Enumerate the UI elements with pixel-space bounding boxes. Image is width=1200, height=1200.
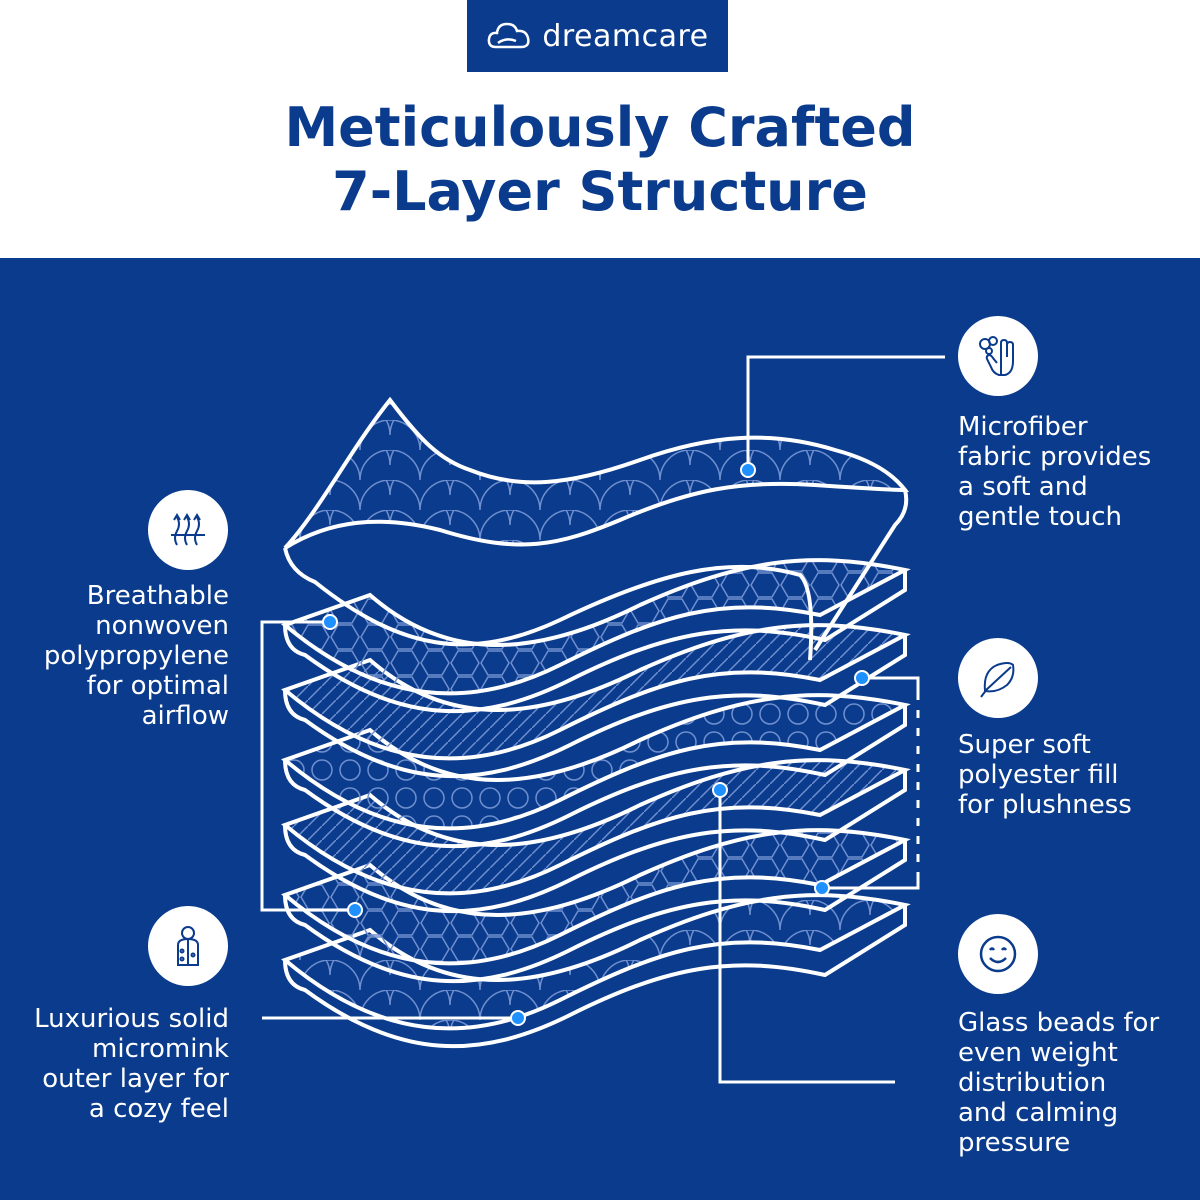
accent-dots <box>322 462 870 1026</box>
connector-lines <box>260 355 945 1084</box>
dot-micromink <box>510 1010 526 1026</box>
micromink-icon-badge <box>148 906 228 986</box>
hand-touch-icon <box>979 336 1014 376</box>
breathable-label: Breathable nonwoven polypropylene for op… <box>43 581 229 731</box>
title-line-2: 7-Layer Structure <box>332 160 868 223</box>
dot-polyester-bottom <box>814 880 830 896</box>
brand-logo: dreamcare <box>467 0 728 72</box>
cloud-icon <box>487 22 530 49</box>
polyester-label: Super soft polyester fill for plushness <box>958 730 1132 820</box>
microfiber-label: Microfiber fabric provides a soft and ge… <box>958 412 1152 532</box>
layer-7-micromink <box>281 893 911 1049</box>
layer-2-polypropylene <box>281 558 911 714</box>
brand-name: dreamcare <box>542 18 709 54</box>
dot-breathable-top <box>322 614 338 630</box>
page-title: Meticulously Crafted 7-Layer Structure <box>0 96 1200 224</box>
layer-5-polyester <box>281 758 911 914</box>
glass-beads-icon-badge <box>958 914 1038 994</box>
micromink-label: Luxurious solid micromink outer layer fo… <box>34 1004 229 1124</box>
breathable-icon-badge <box>148 490 228 570</box>
airflow-icon <box>171 513 205 546</box>
smiley-icon <box>979 935 1017 973</box>
layer-4-glass-beads <box>281 693 911 849</box>
dot-glass-beads <box>712 782 728 798</box>
layer-1-microfiber <box>283 396 910 661</box>
glass-beads-label: Glass beads for even weight distribution… <box>958 1008 1160 1158</box>
dot-polyester-top <box>854 670 870 686</box>
dot-microfiber <box>740 462 756 478</box>
cozy-person-icon <box>177 926 199 966</box>
dot-breathable-bottom <box>347 902 363 918</box>
feather-icon <box>980 662 1015 698</box>
layer-3-polyester <box>281 623 911 779</box>
polyester-icon-badge <box>958 638 1038 718</box>
title-line-1: Meticulously Crafted <box>284 96 916 159</box>
layer-6-polypropylene <box>281 828 911 984</box>
microfiber-icon-badge <box>958 316 1038 396</box>
